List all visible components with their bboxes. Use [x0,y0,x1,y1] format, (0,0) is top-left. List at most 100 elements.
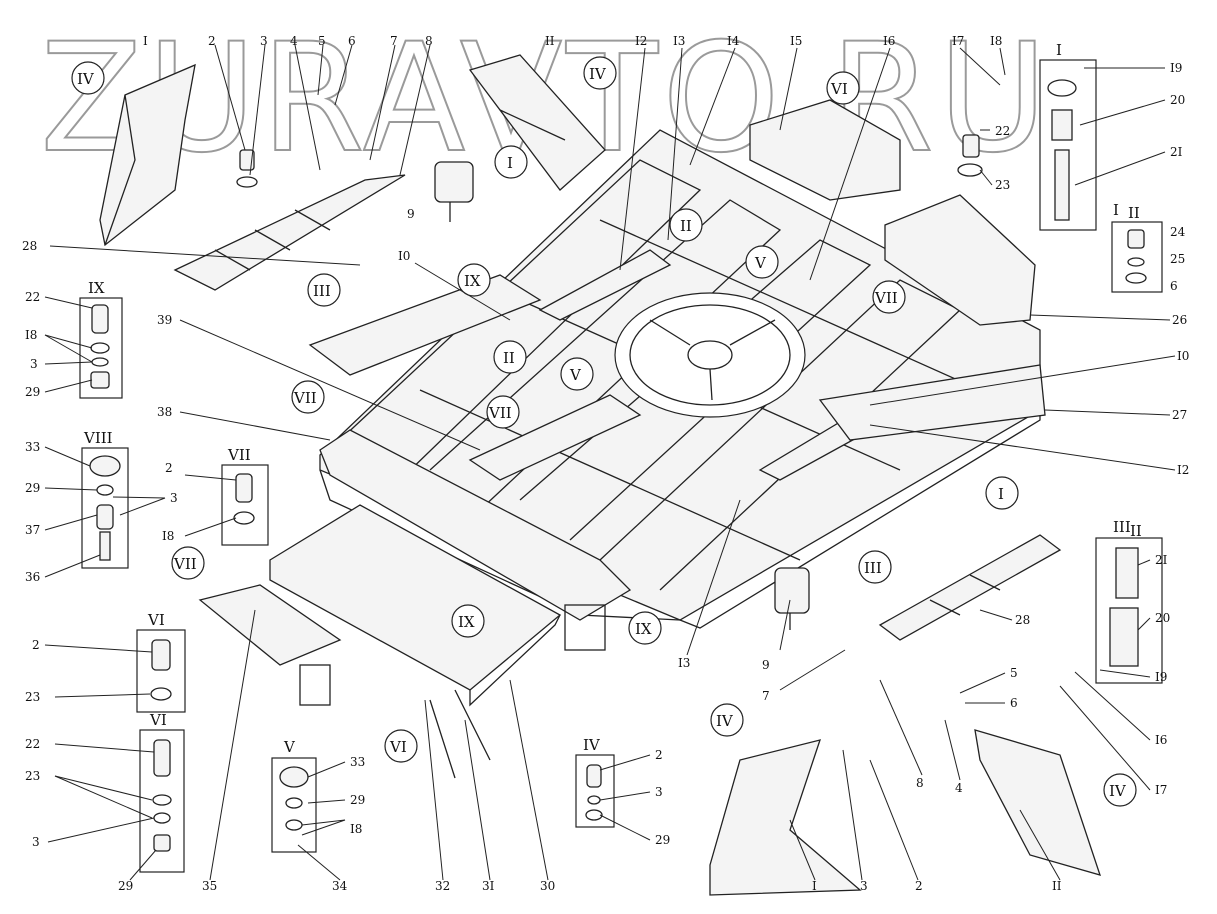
nut-6 [1125,272,1147,284]
marker-VI-top-text: VI [830,80,848,98]
bolt-2-VI [151,639,171,671]
bolt-2-VII [235,473,253,503]
label-19-III: I9 [1155,670,1167,684]
bracket-9-bottom-body [774,567,810,614]
bolt-22-23-top [957,134,983,177]
marker-VII-right-text: VII [874,289,898,307]
marker-IV-bottom-right [1103,773,1137,807]
cover-plate-V [468,394,642,481]
bracket-9-top [434,161,474,222]
label-39: 39 [157,313,172,327]
marker-V-center-text: V [569,366,582,384]
label-3-VI: 3 [32,835,40,849]
washer-23-VI-1 [152,794,172,806]
side-rail-38 [319,429,632,621]
label-4-top: 4 [290,34,298,48]
leader-lines [44,44,1176,881]
washer-25 [1127,257,1145,267]
marker-IV-bottom-left [710,703,744,737]
step-support [299,664,331,706]
label-17-top: I7 [952,34,964,48]
label-I-bottom: I [812,879,817,893]
turntable-spoke-1 [649,319,691,346]
marker-VI-front-text: VI [389,738,407,756]
rod-32 [429,699,456,779]
tray-rung-1 [214,249,251,271]
callout-box-I: I [1039,41,1097,231]
label-22-top: 22 [995,124,1010,138]
label-33-VIII: 33 [25,440,40,454]
label-3-IV: 3 [655,785,663,799]
label-I-top: I [143,34,148,48]
marker-V-right [745,245,779,279]
label-31: 3I [482,879,495,893]
label-27: 27 [1172,408,1187,422]
bracket-9-top-body [434,161,474,203]
callout-IV-title: IV [583,736,601,754]
nut-29-VI [153,834,171,852]
callout-box-VII [221,464,269,546]
fender-bottom-left [709,739,862,896]
right-rear-box [884,194,1036,326]
marker-I-right-text: I [998,485,1004,503]
marker-VII-center [486,395,520,429]
tray-bottom-rung-1 [929,599,961,616]
marker-IV-tl-text: IV [77,70,95,88]
label-4-bottom: 4 [955,781,963,795]
turntable-spoke-2 [729,319,776,346]
spring-20-b [1109,607,1139,667]
cover-plate-27 [818,364,1046,441]
callout-II-small: II [1130,522,1142,540]
marker-II-mid-text: II [680,217,692,235]
label-2-IV: 2 [655,748,663,762]
label-37-VIII: 37 [25,523,40,537]
tray-rung-3 [294,209,331,231]
label-2-top: 2 [208,34,216,48]
bolt-22-IX [91,304,109,334]
marker-VII-center-text: VII [488,404,512,422]
label-29-IX: 29 [25,385,40,399]
callout-box-II: II [1111,204,1163,293]
label-18-V: I8 [350,822,362,836]
wingnut-33-VIII [89,455,121,477]
bracket-9-bottom [774,567,810,630]
label-3-VIII: 3 [170,491,178,505]
marker-VII-left-text: VII [293,389,317,407]
label-21-top: 2I [1170,145,1183,159]
label-II-bottom: II [1052,879,1062,893]
fender-top-left [99,63,196,247]
label-36-VIII: 36 [25,570,40,584]
label-29-V: 29 [350,793,365,807]
panel-II-top-shape [468,54,606,191]
label-28-bottom: 28 [1015,613,1030,627]
right-upper-box [749,99,901,201]
label-28-left: 28 [22,239,37,253]
label-21-III: 2I [1155,553,1168,567]
marker-IX-front [451,604,485,638]
cover-plate-I2 [538,249,672,321]
bolt-2-3-top [236,149,258,188]
label-29-VI: 29 [118,879,133,893]
label-II-top: II [545,34,555,48]
label-7-bottom: 7 [762,689,770,703]
label-9-top: 9 [407,207,415,221]
label-8-top: 8 [425,34,433,48]
turntable-spoke-3 [709,368,713,401]
fitting-37-VIII [96,504,114,530]
marker-IV-top-text: IV [589,65,607,83]
bolt-22-head [962,134,980,158]
label-6-II: 6 [1170,279,1178,293]
label-18-IX: I8 [25,328,37,342]
washer-29-V [285,797,303,809]
rod-31 [454,689,491,761]
callout-I-title: I [1056,41,1062,59]
marker-IV-top [583,56,617,90]
marker-III-text: III [313,282,331,300]
label-2-VII: 2 [165,461,173,475]
marker-III [307,273,341,307]
marker-VII-left [291,380,325,414]
label-18-top: I8 [990,34,1002,48]
label-20-top: 20 [1170,93,1185,107]
marker-IV-bottom-right-text: IV [1109,782,1127,800]
callout-box-VIII: VIII [81,429,129,569]
